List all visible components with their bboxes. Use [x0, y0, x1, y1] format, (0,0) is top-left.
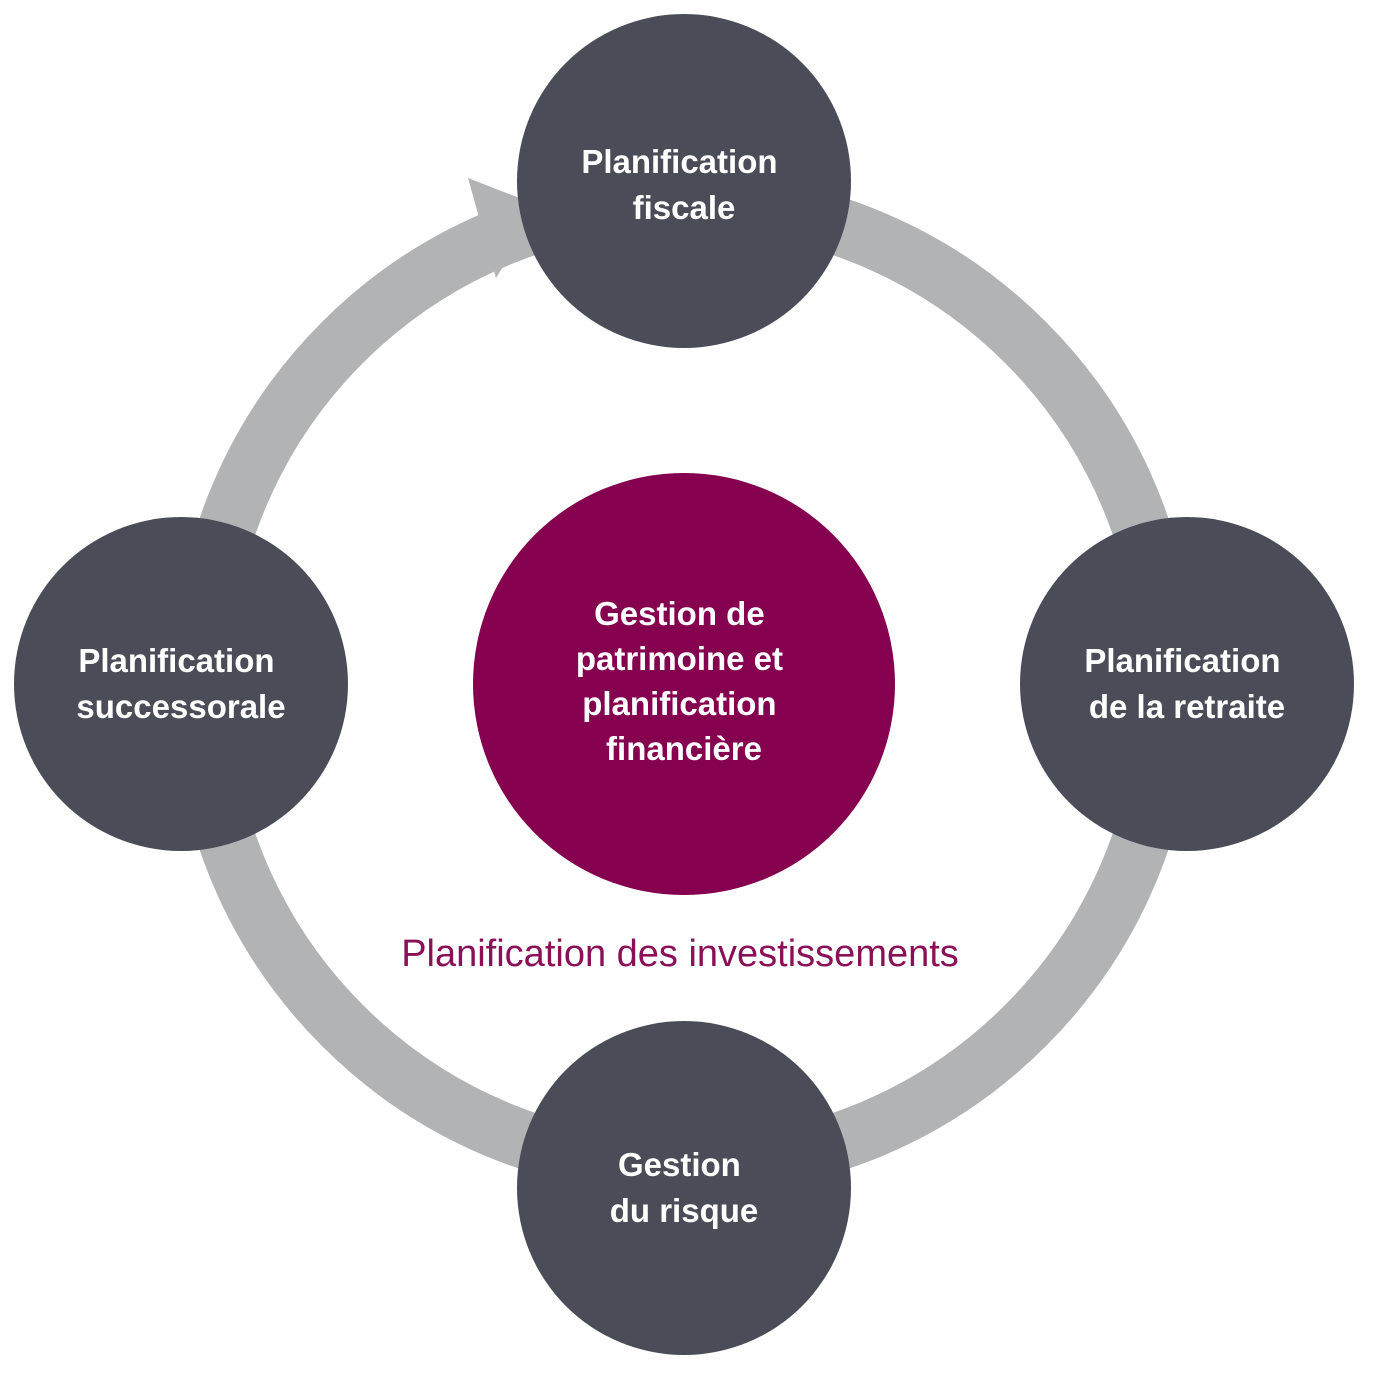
node-retirement-planning: Planification de la retraite — [1020, 517, 1354, 851]
node-label-line-2: successorale — [76, 688, 285, 725]
node-circle — [517, 1021, 851, 1355]
node-label: Planification fiscale — [581, 143, 786, 226]
node-label: Planification successorale — [76, 642, 285, 725]
node-circle — [1020, 517, 1354, 851]
center-label-line-3: planification — [582, 685, 776, 722]
node-estate-planning: Planification successorale — [14, 517, 348, 851]
node-label-line-1: Gestion — [618, 1146, 741, 1183]
center-label-line-2: patrimoine et — [576, 640, 783, 677]
node-label-line-2: de la retraite — [1089, 688, 1285, 725]
center-label: Gestion de patrimoine et planification f… — [576, 595, 792, 767]
node-label: Gestion du risque — [610, 1146, 759, 1229]
node-label-line-1: Planification — [1084, 642, 1280, 679]
node-wealth-management: Gestion de patrimoine et planification f… — [473, 473, 895, 895]
node-risk-management: Gestion du risque — [517, 1021, 851, 1355]
node-label-line-2: fiscale — [633, 189, 736, 226]
node-label-line-1: Planification — [581, 143, 777, 180]
node-label-line-1: Planification — [78, 642, 274, 679]
node-circle — [14, 517, 348, 851]
node-label: Planification de la retraite — [1084, 642, 1289, 725]
node-label-line-2: du risque — [610, 1192, 759, 1229]
center-label-line-1: Gestion de — [594, 595, 765, 632]
center-label-line-4: financière — [606, 730, 762, 767]
node-tax-planning: Planification fiscale — [517, 14, 851, 348]
investment-planning-caption: Planification des investissements — [401, 933, 959, 975]
node-circle — [517, 14, 851, 348]
center-circle — [473, 473, 895, 895]
